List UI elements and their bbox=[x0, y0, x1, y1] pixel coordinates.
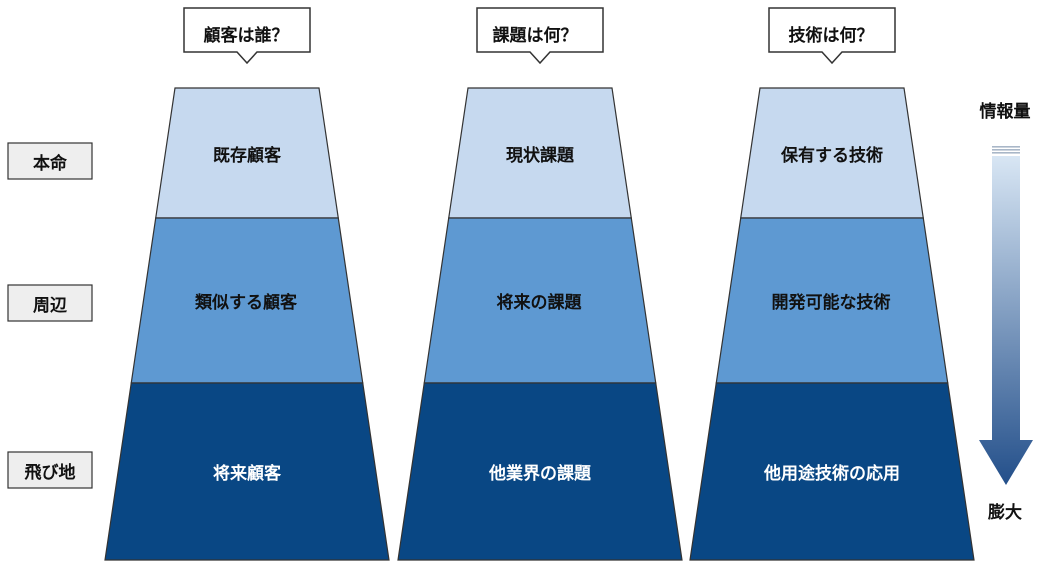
info-huge-label: 膨大 bbox=[988, 502, 1022, 523]
row-label-frontier: 飛び地 bbox=[24, 462, 76, 483]
row-label-core: 本命 bbox=[33, 153, 67, 174]
callout-box-issues bbox=[476, 7, 604, 65]
cell-future-customers: 将来顧客 bbox=[213, 464, 281, 484]
callout-label-issues: 課題は何？ bbox=[492, 25, 578, 46]
cell-current-issues: 現状課題 bbox=[506, 145, 574, 166]
info-amount-label: 情報量 bbox=[979, 101, 1031, 122]
row-label-adjacent: 周辺 bbox=[33, 295, 67, 316]
info-arrow-tail-line-1 bbox=[992, 146, 1020, 148]
row-label-box-frontier bbox=[7, 451, 93, 489]
cell-future-issues: 将来の課題 bbox=[496, 293, 582, 313]
cell-developable-technology: 開発可能な技術 bbox=[771, 293, 891, 313]
cell-existing-customers: 既存顧客 bbox=[213, 145, 281, 166]
cell-other-industry-issues: 他業界の課題 bbox=[489, 464, 591, 484]
row-label-box-adjacent bbox=[7, 284, 93, 322]
info-arrow-tail-line-3 bbox=[992, 152, 1020, 154]
callout-label-technology: 技術は何？ bbox=[788, 25, 874, 46]
trapezoid-band-customers-bottom bbox=[104, 382, 390, 561]
info-arrow-tail-line-2 bbox=[992, 149, 1020, 151]
callout-box-technology bbox=[768, 7, 896, 65]
trapezoid-band-issues-bottom bbox=[397, 382, 683, 561]
callout-box-customers bbox=[183, 7, 311, 65]
trapezoid-band-technology-bottom bbox=[689, 382, 975, 561]
cell-similar-customers: 類似する顧客 bbox=[195, 293, 297, 313]
cell-technology-application: 他用途技術の応用 bbox=[764, 464, 900, 484]
callout-label-customers: 顧客は誰？ bbox=[203, 25, 289, 46]
row-label-box-core bbox=[7, 142, 93, 180]
info-amount-arrow bbox=[979, 156, 1033, 485]
cell-owned-technology: 保有する技術 bbox=[781, 145, 883, 166]
